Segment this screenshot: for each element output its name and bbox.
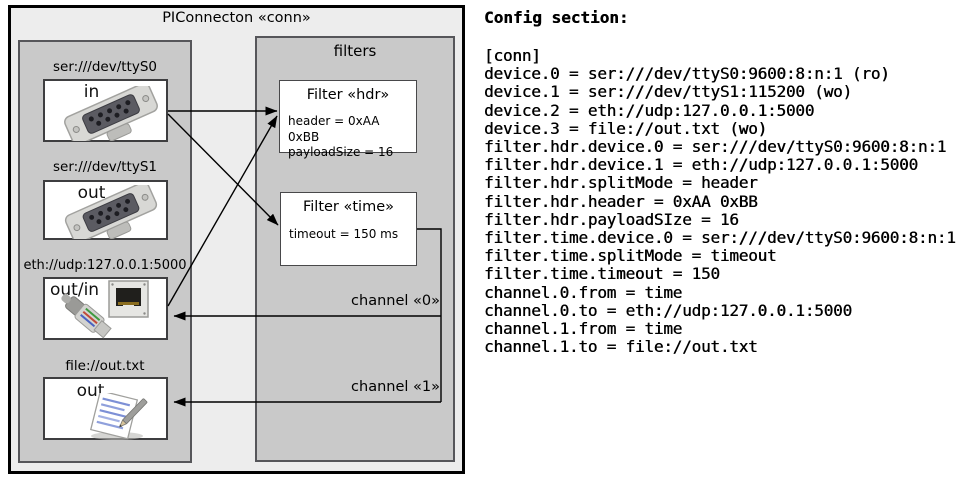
device-node-ttyS1: out — [43, 180, 168, 240]
config-line: filter.hdr.device.1 = eth://udp:127.0.0.… — [484, 155, 918, 175]
config-line: device.1 = ser:///dev/ttyS1:115200 (wo) — [484, 82, 852, 102]
ethernet-plug-icon — [61, 294, 112, 339]
diagram-title: PIConnecton «conn» — [162, 10, 311, 26]
config-line: filter.time.timeout = 150 — [484, 264, 720, 284]
filter-property: payloadSize = 16 — [288, 145, 394, 159]
device-uri-ttyS1: ser:///dev/ttyS1 — [53, 159, 157, 175]
config-section: Config section: [conn] device.0 = ser://… — [484, 8, 962, 356]
filter-property: timeout = 150 ms — [289, 227, 399, 241]
filters-panel-label: filters — [333, 42, 377, 60]
serial-db9-icon — [64, 185, 158, 239]
filter-time-title: Filter «time» — [302, 199, 395, 215]
device-mode-label: out — [76, 381, 105, 401]
config-line: device.3 = file://out.txt (wo) — [484, 118, 767, 138]
device-uri-eth: eth://udp:127.0.0.1:5000 — [23, 258, 187, 273]
serial-db9-icon — [64, 86, 158, 141]
config-heading: Config section: — [484, 8, 629, 27]
piconnector-diagram: PIConnecton «conn» filters ser:///dev/tt… — [0, 0, 478, 484]
device-mode-label: in — [83, 82, 100, 102]
filter-time-properties: timeout = 150 ms — [289, 227, 412, 243]
channel-0-label: channel «0» — [351, 293, 440, 309]
config-line: filter.hdr.header = 0xAA 0xBB — [484, 191, 758, 211]
config-line: channel.0.from = time — [484, 282, 683, 302]
filter-hdr-properties: header = 0xAA 0xBB payloadSize = 16 — [288, 114, 412, 161]
channel-1-label: channel «1» — [351, 379, 440, 395]
config-line: channel.1.from = time — [484, 319, 683, 339]
config-line: filter.time.splitMode = timeout — [484, 246, 777, 266]
config-line: filter.time.device.0 = ser:///dev/ttyS0:… — [484, 228, 956, 248]
config-line: [conn] — [484, 46, 541, 65]
filter-property: header = 0xAA 0xBB — [288, 114, 380, 144]
device-uri-file: file://out.txt — [65, 358, 145, 374]
config-line: channel.0.to = eth://udp:127.0.0.1:5000 — [484, 300, 852, 320]
config-listing: [conn] device.0 = ser:///dev/ttyS0:9600:… — [484, 46, 962, 357]
config-line: filter.hdr.device.0 = ser:///dev/ttyS0:9… — [484, 137, 947, 157]
device-mode-label: out/in — [50, 280, 100, 300]
config-line: device.2 = eth://udp:127.0.0.1:5000 — [484, 100, 815, 120]
device-mode-label: out — [77, 183, 106, 203]
config-line: filter.hdr.splitMode = header — [484, 173, 758, 193]
filter-hdr-title: Filter «hdr» — [306, 87, 390, 103]
filter-time-node: Filter «time» timeout = 150 ms — [280, 192, 417, 266]
config-line: filter.hdr.payloadSIze = 16 — [484, 209, 739, 229]
config-line: channel.1.to = file://out.txt — [484, 337, 758, 357]
ethernet-port-icon — [108, 280, 149, 318]
device-node-eth: out/in — [43, 277, 168, 340]
text-document-icon — [89, 393, 148, 440]
device-uri-ttyS0: ser:///dev/ttyS0 — [53, 59, 157, 75]
device-node-file: out — [43, 377, 168, 440]
device-node-ttyS0: in — [43, 79, 168, 142]
config-line: device.0 = ser:///dev/ttyS0:9600:8:n:1 (… — [484, 64, 890, 84]
filter-hdr-node: Filter «hdr» header = 0xAA 0xBB payloadS… — [279, 80, 417, 159]
